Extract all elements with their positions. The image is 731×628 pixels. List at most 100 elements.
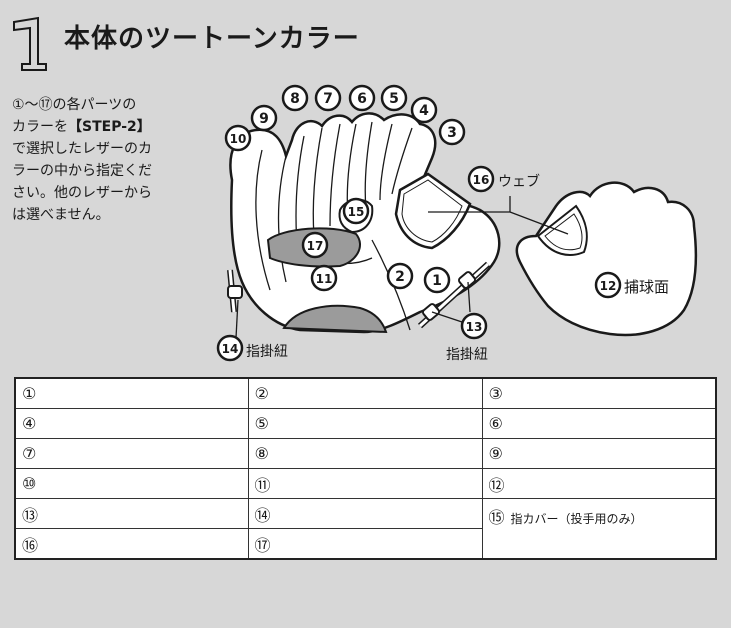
web-leader-line xyxy=(428,196,569,235)
callout-10: 10 xyxy=(224,124,252,152)
table-cell[interactable]: ② xyxy=(247,377,483,409)
table-cell[interactable]: ⑰ xyxy=(247,528,483,560)
part-number: ⑮ xyxy=(488,508,505,527)
callout-number: 4 xyxy=(419,103,429,119)
part-number: ④ xyxy=(22,414,37,433)
finger-strap-right xyxy=(417,261,491,329)
table-cell[interactable]: ⑦ xyxy=(14,438,249,469)
seam-line xyxy=(312,127,323,237)
strap-leader-line-13 xyxy=(431,281,471,323)
callout-15: 15 xyxy=(342,197,370,225)
table-cell[interactable]: ⑥ xyxy=(481,408,717,439)
callout-number: 1 xyxy=(432,273,442,289)
callout-2: 2 xyxy=(386,262,414,290)
section-number-icon xyxy=(13,16,47,71)
table-row: ⑦ ⑧ ⑨ xyxy=(14,438,717,469)
callout-12: 12 xyxy=(594,271,622,299)
web-piece xyxy=(394,172,472,250)
intro-line: さい。他のレザーから xyxy=(12,185,152,201)
table-row: ① ② ③ xyxy=(14,377,717,409)
table-cell[interactable]: ⑨ xyxy=(481,438,717,469)
callout-11: 11 xyxy=(310,264,338,292)
table-cell[interactable]: ⑩ xyxy=(14,468,249,499)
callout-5: 5 xyxy=(380,84,408,112)
table-cell[interactable]: ⑮ 指カバー（投手用のみ） xyxy=(481,498,717,560)
catch-face-web xyxy=(536,204,588,256)
step-reference: 【STEP-2】 xyxy=(68,119,151,135)
seam-line xyxy=(277,155,287,283)
finger-strap-left-label: 指掛紐 xyxy=(246,344,288,360)
catch-face-label: 捕球面 xyxy=(624,278,670,296)
callout-17: 17 xyxy=(301,231,329,259)
seam-line xyxy=(255,149,271,291)
callout-number: 12 xyxy=(600,279,617,293)
callout-number: 9 xyxy=(259,111,269,127)
callout-number: 14 xyxy=(222,342,239,356)
table-cell[interactable]: ① xyxy=(14,377,249,409)
part-number: ⑨ xyxy=(488,444,503,463)
callout-number: 13 xyxy=(466,320,483,334)
table-cell[interactable]: ⑬ xyxy=(14,498,249,529)
callout-16: 16 xyxy=(467,165,495,193)
finger-strap-right-label: 指掛紐 xyxy=(446,347,488,363)
part-number: ② xyxy=(254,384,269,403)
intro-line: は選べません。 xyxy=(12,207,110,223)
part-number: ⑬ xyxy=(22,505,39,525)
table-row: ④ ⑤ ⑥ xyxy=(14,408,717,439)
table-cell[interactable]: ④ xyxy=(14,408,249,439)
finger-strap-left xyxy=(227,269,243,313)
callout-number: 7 xyxy=(323,91,333,107)
table-row: ⑬ ⑭ ⑮ 指カバー（投手用のみ） xyxy=(14,498,717,560)
seam-line xyxy=(379,123,393,201)
part-number: ⑰ xyxy=(254,535,271,555)
part-number: ⑭ xyxy=(254,505,271,525)
callout-7: 7 xyxy=(314,84,342,112)
table-cell[interactable]: ⑪ xyxy=(247,468,483,499)
table-cell[interactable]: ③ xyxy=(481,377,717,409)
part-number: ⑫ xyxy=(488,475,505,495)
part-number: ⑪ xyxy=(254,475,271,495)
intro-line: で選択したレザーのカ xyxy=(12,141,152,157)
strap-leader-line-14 xyxy=(235,299,239,339)
part-number: ⑥ xyxy=(488,414,503,433)
parts-color-table: ① ② ③ ④ ⑤ ⑥ ⑦ ⑧ ⑨ ⑩ ⑪ ⑫ ⑬ ⑭ ⑮ 指カバー（投手用のみ）… xyxy=(14,377,717,560)
part-15-note: 指カバー（投手用のみ） xyxy=(510,512,643,526)
callout-4: 4 xyxy=(410,96,438,124)
intro-line-part: カラーを xyxy=(12,119,68,135)
callout-1: 1 xyxy=(423,266,451,294)
callout-9: 9 xyxy=(250,104,278,132)
table-row: ⑩ ⑪ ⑫ xyxy=(14,468,717,499)
intro-text: ①〜⑰の各パーツの カラーを【STEP-2】 で選択したレザーのカ ラーの中から… xyxy=(12,94,190,226)
table-cell[interactable]: ⑫ xyxy=(481,468,717,499)
callout-number: 5 xyxy=(389,91,399,107)
callout-number: 6 xyxy=(357,91,367,107)
callout-13: 13 xyxy=(460,312,488,340)
part-number: ③ xyxy=(488,384,503,403)
table-cell[interactable]: ⑭ xyxy=(247,498,483,529)
callout-8: 8 xyxy=(281,84,309,112)
intro-line: ①〜⑰の各パーツの xyxy=(12,97,137,113)
callout-number: 11 xyxy=(316,272,333,286)
part-number: ⑤ xyxy=(254,414,269,433)
intro-line: カラーを【STEP-2】 xyxy=(12,116,190,138)
web-label: ウェブ xyxy=(498,174,540,190)
callout-number: 3 xyxy=(447,125,457,141)
table-row: ⑯ ⑰ xyxy=(14,528,716,560)
callout-number: 10 xyxy=(230,132,247,146)
part-number: ⑯ xyxy=(22,535,39,555)
table-cell[interactable]: ⑯ xyxy=(14,528,249,560)
table-cell[interactable]: ⑧ xyxy=(247,438,483,469)
callout-3: 3 xyxy=(438,118,466,146)
callout-number: 2 xyxy=(395,269,405,285)
intro-line: ラーの中から指定くだ xyxy=(12,163,152,179)
part-number: ① xyxy=(22,384,37,403)
part-number: ⑧ xyxy=(254,444,269,463)
callout-6: 6 xyxy=(348,84,376,112)
seam-line xyxy=(391,127,413,195)
callout-number: 16 xyxy=(473,173,490,187)
table-cell[interactable]: ⑤ xyxy=(247,408,483,439)
seam-line xyxy=(329,123,341,227)
callout-number: 17 xyxy=(307,239,324,253)
